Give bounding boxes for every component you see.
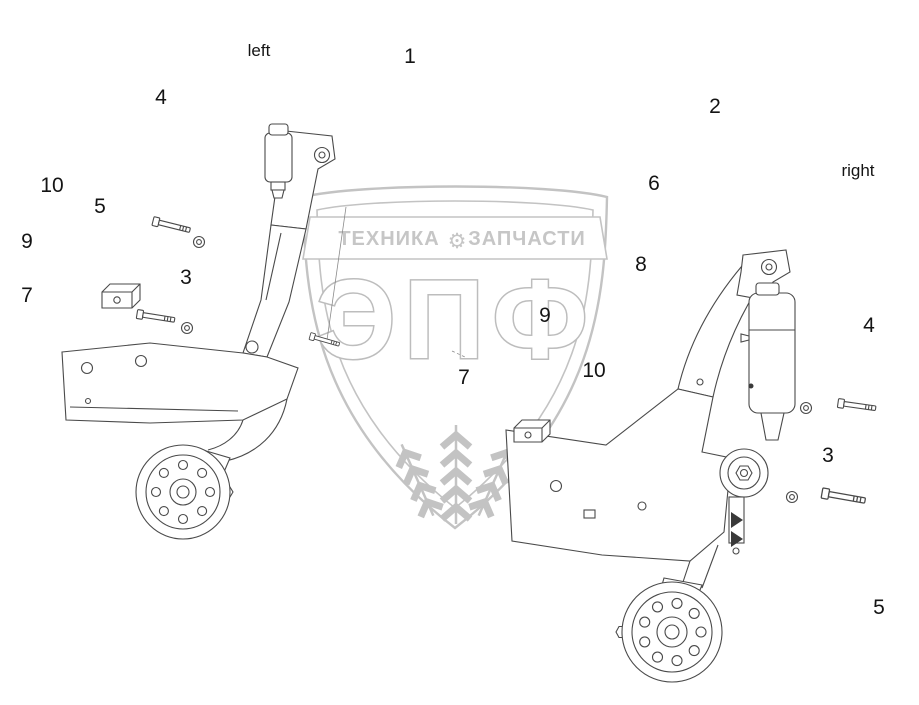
watermark-banner-right-text: ЗАПЧАСТИ bbox=[468, 228, 586, 250]
left-wheel-hub bbox=[135, 444, 234, 540]
callout-7-b: 7 bbox=[458, 366, 470, 389]
callout-9-a: 9 bbox=[21, 230, 33, 253]
callout-7-a: 7 bbox=[21, 284, 33, 307]
callout-5-a: 5 bbox=[94, 195, 106, 218]
callout-10-a: 10 bbox=[40, 174, 64, 197]
watermark-logo: ТЕХНИКА ⚙ ЗАПЧАСТИ ЭПФ bbox=[301, 185, 609, 530]
bolt-part bbox=[820, 487, 867, 507]
watermark-shield-inner bbox=[316, 200, 594, 510]
callout-8: 8 bbox=[635, 253, 647, 276]
block-part bbox=[101, 283, 141, 309]
callout-5-b: 5 bbox=[873, 596, 885, 619]
callout-1: 1 bbox=[404, 45, 416, 68]
callout-2: 2 bbox=[709, 95, 721, 118]
callout-3-a: 3 bbox=[180, 266, 192, 289]
washer-part bbox=[192, 235, 206, 249]
right-pivot bbox=[719, 448, 769, 498]
watermark-banner-left-text: ТЕХНИКА bbox=[338, 228, 439, 250]
washer-part bbox=[785, 490, 799, 504]
right-wheel-hub bbox=[615, 581, 723, 683]
callout-4-b: 4 bbox=[863, 314, 875, 337]
right-assembly bbox=[505, 249, 796, 683]
bolt-part bbox=[151, 216, 192, 236]
watermark-shield-outer bbox=[301, 185, 609, 530]
hardware-parts bbox=[101, 216, 877, 507]
left-assembly bbox=[61, 123, 336, 540]
right-damper bbox=[728, 496, 745, 555]
washer-part bbox=[799, 401, 813, 415]
callout-6: 6 bbox=[648, 172, 660, 195]
block-part bbox=[513, 419, 551, 443]
right-cylinder bbox=[740, 282, 796, 441]
leader-lines bbox=[326, 206, 466, 358]
bolt-part bbox=[135, 309, 176, 325]
gear-icon: ⚙ bbox=[448, 230, 467, 253]
callout-4-a: 4 bbox=[155, 86, 167, 109]
left-arm bbox=[242, 224, 307, 358]
right-bracket bbox=[505, 388, 732, 562]
watermark-ribbon bbox=[302, 216, 608, 260]
bolt-part bbox=[836, 397, 877, 414]
watermark-brand-text: ЭПФ bbox=[316, 257, 596, 382]
callout-3-b: 3 bbox=[822, 444, 834, 467]
wheat-ears-icon bbox=[395, 425, 517, 524]
callout-10-b: 10 bbox=[582, 359, 606, 382]
callout-9-b: 9 bbox=[539, 304, 551, 327]
left-cylinder bbox=[264, 123, 293, 199]
side-label-left: left bbox=[247, 41, 271, 60]
side-label-right: right bbox=[841, 161, 875, 180]
washer-part bbox=[180, 321, 194, 335]
